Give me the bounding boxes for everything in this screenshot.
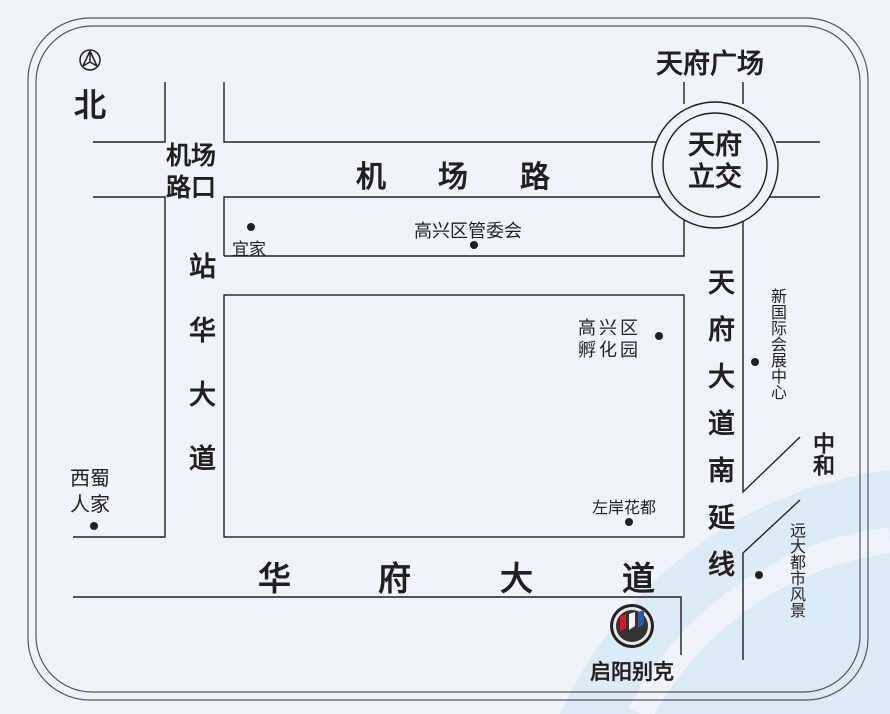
airport-junction-label: 机场路口	[166, 141, 217, 202]
north-label: 北	[74, 86, 107, 124]
zuoan-marker	[625, 518, 633, 526]
huafu-avenue-char-4: 道	[622, 559, 655, 598]
interchange-inner	[662, 112, 768, 218]
huafu-avenue-char-2: 府	[378, 559, 411, 598]
xishu-label-line2: 人家	[70, 492, 110, 516]
yuandadu-label: 远大都市风景	[787, 522, 806, 618]
interchange-outer	[651, 101, 779, 229]
tianfu-interchange-label: 天府立交	[688, 130, 742, 193]
huafu-avenue-char-1: 华	[258, 559, 291, 598]
tianfu-south-ext-label: 天府大道南延线	[703, 268, 734, 597]
zhonghe-label: 中和	[809, 432, 835, 476]
ikea-label: 宜家	[232, 240, 266, 260]
outer-border	[27, 17, 869, 701]
compass-icon	[79, 49, 101, 71]
zhanhua-avenue-label: 站华大道	[184, 252, 215, 508]
expo-center-label: 新国际会展中心	[768, 288, 787, 400]
expo-center-marker	[751, 358, 759, 366]
airport-road-char-2: 场	[438, 160, 468, 195]
gaoxin-committee-label: 高兴区管委会	[414, 221, 522, 242]
yuandadu-marker	[755, 571, 763, 579]
tianfu-square-label: 天府广场	[656, 49, 764, 80]
xishu-label-line1: 西蜀	[70, 466, 110, 490]
zuoan-label: 左岸花都	[592, 498, 657, 517]
dealer-name: 启阳别克	[590, 660, 674, 684]
airport-road-char-3: 路	[520, 160, 550, 195]
incubator-label-line1: 高兴区	[578, 318, 641, 339]
huafu-avenue-char-3: 大	[500, 559, 533, 598]
decorative-arc-inner	[628, 527, 890, 714]
ikea-marker	[247, 223, 255, 231]
decorative-arc	[560, 470, 890, 714]
inner-border	[35, 25, 861, 693]
incubator-marker	[655, 332, 663, 340]
buick-logo-icon	[610, 604, 654, 648]
xishu-marker	[90, 522, 98, 530]
incubator-label-line2: 孵化园	[578, 340, 641, 361]
gaoxin-committee-marker	[470, 241, 478, 249]
airport-road-char-1: 机	[356, 160, 386, 195]
